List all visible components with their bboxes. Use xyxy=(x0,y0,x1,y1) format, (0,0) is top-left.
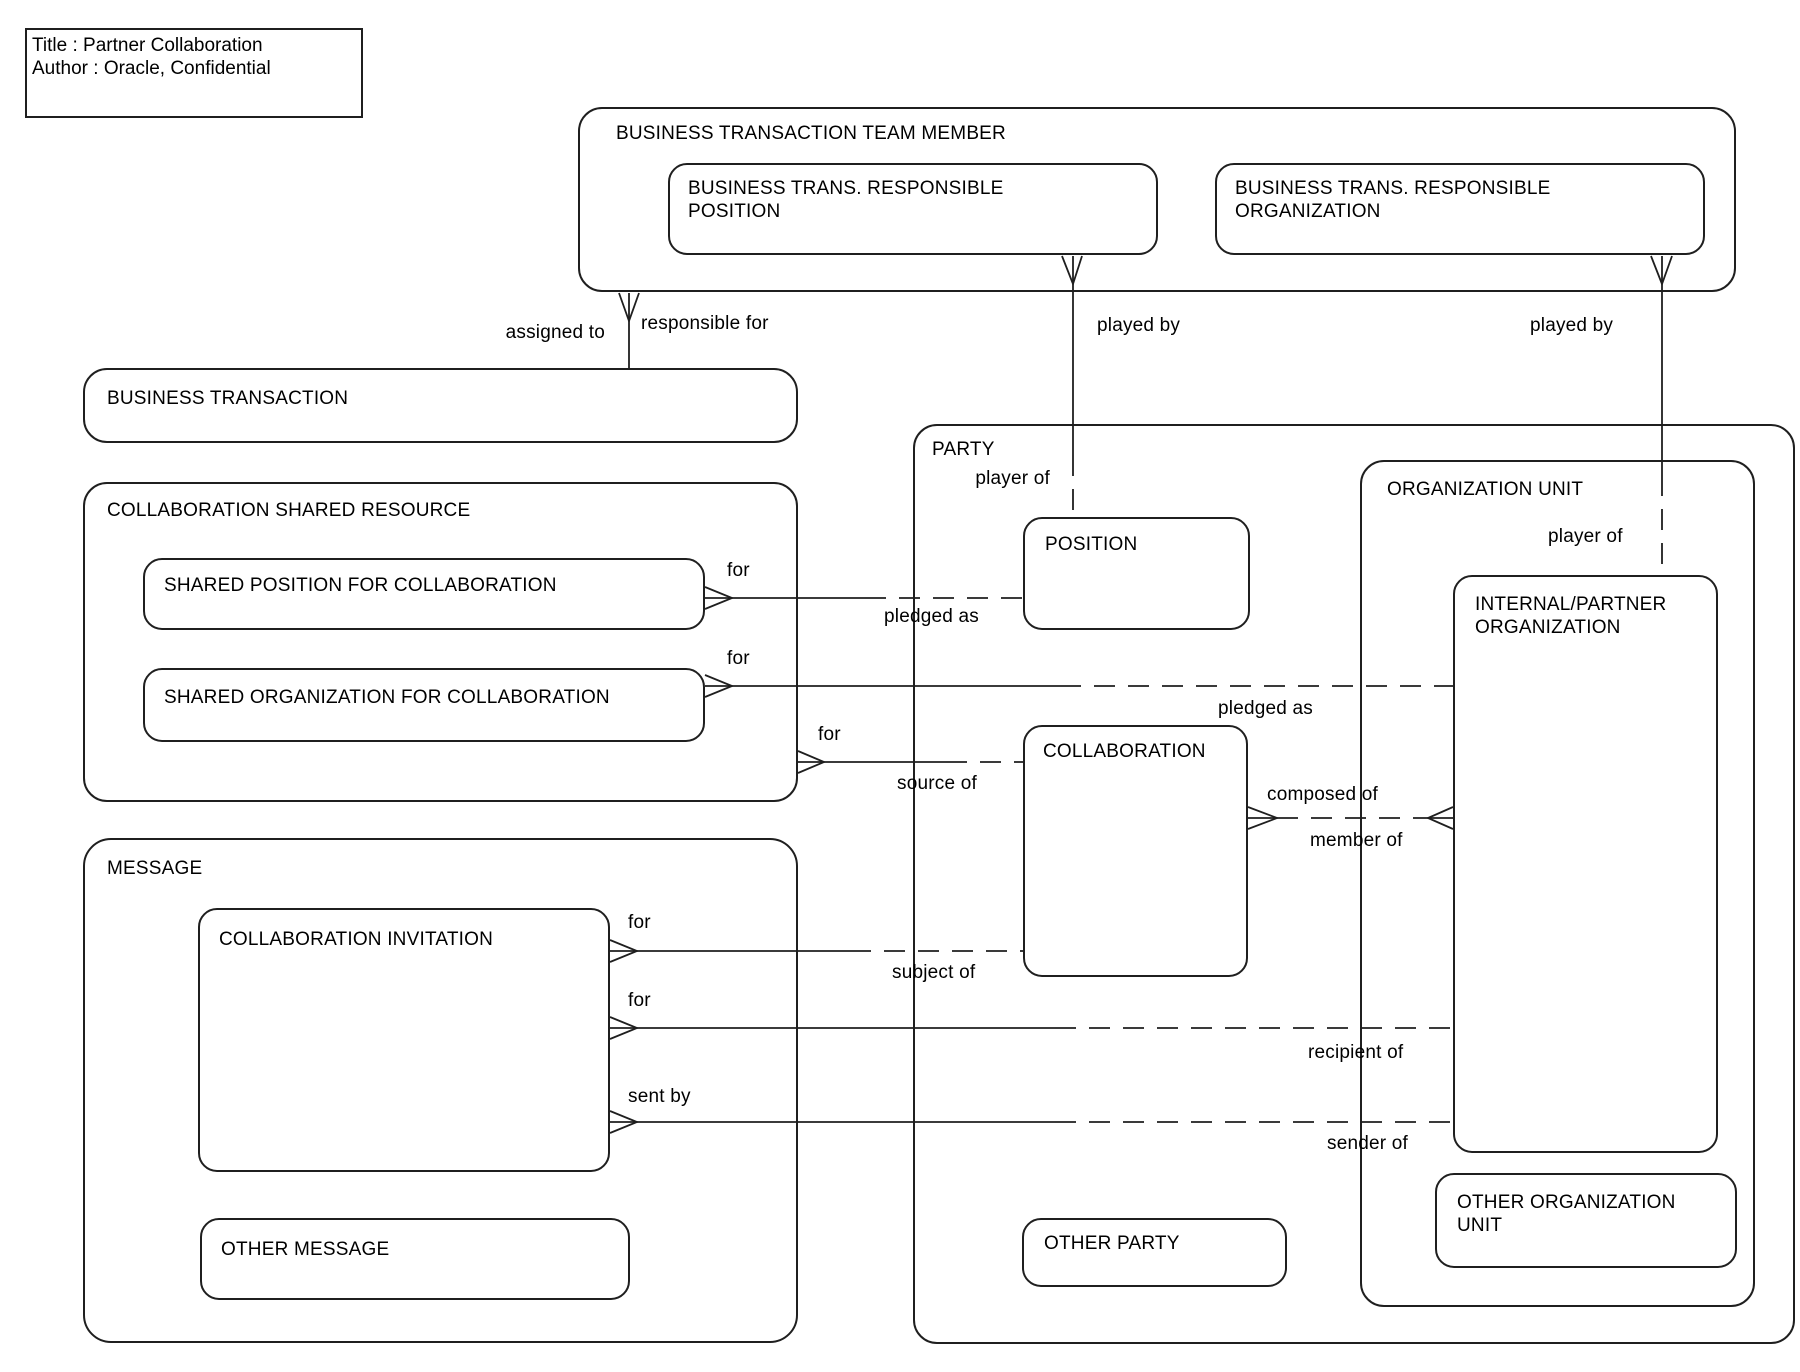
rel-label-subject-of: subject of xyxy=(892,962,976,983)
rel-label-sender-of: sender of xyxy=(1327,1133,1409,1154)
rel-label-assigned-to: assigned to xyxy=(505,322,605,343)
entity-label: COLLABORATION INVITATION xyxy=(219,929,494,950)
entity-other-organization-unit: OTHER ORGANIZATION UNIT xyxy=(1435,1173,1737,1268)
entity-label: ORGANIZATION UNIT xyxy=(1387,479,1584,500)
entity-other-party: OTHER PARTY xyxy=(1022,1218,1287,1287)
entity-label: OTHER ORGANIZATION UNIT xyxy=(1457,1192,1682,1236)
entity-label: SHARED POSITION FOR COLLABORATION xyxy=(164,575,557,596)
rel-label-player-of-position: player of xyxy=(975,468,1050,489)
entity-label: BUSINESS TRANS. RESPONSIBLE POSITION xyxy=(688,178,1009,222)
diagram-title: Title : Partner Collaboration xyxy=(32,35,263,56)
entity-label: POSITION xyxy=(1045,534,1138,555)
entity-other-message: OTHER MESSAGE xyxy=(200,1218,630,1300)
relationship-responsible-for xyxy=(618,292,640,368)
entity-label: BUSINESS TRANSACTION TEAM MEMBER xyxy=(616,123,1006,144)
diagram-author: Author : Oracle, Confidential xyxy=(32,58,271,79)
rel-label-pledged-as-position: pledged as xyxy=(884,606,979,627)
rel-label-played-by-organization: played by xyxy=(1530,315,1614,336)
entity-label: BUSINESS TRANS. RESPONSIBLE ORGANIZATION xyxy=(1235,178,1556,222)
rel-label-sent-by: sent by xyxy=(628,1086,691,1107)
entity-internal-partner-organization: INTERNAL/PARTNER ORGANIZATION xyxy=(1453,575,1718,1153)
rel-label-for-shared-organization: for xyxy=(727,648,750,669)
entity-label: BUSINESS TRANSACTION xyxy=(107,388,349,409)
entity-collaboration-shared-resource: COLLABORATION SHARED RESOURCE xyxy=(83,482,798,802)
entity-label: SHARED ORGANIZATION FOR COLLABORATION xyxy=(164,687,610,708)
rel-label-for-source: for xyxy=(818,724,841,745)
entity-shared-organization-for-collaboration: SHARED ORGANIZATION FOR COLLABORATION xyxy=(143,668,705,742)
rel-label-recipient-of: recipient of xyxy=(1308,1042,1404,1063)
rel-label-for-shared-position: for xyxy=(727,560,750,581)
rel-label-source-of: source of xyxy=(897,773,977,794)
entity-position: POSITION xyxy=(1023,517,1250,630)
entity-label: OTHER MESSAGE xyxy=(221,1239,390,1260)
entity-label: PARTY xyxy=(932,439,995,460)
entity-collaboration: COLLABORATION xyxy=(1023,725,1248,977)
entity-business-trans-responsible-position: BUSINESS TRANS. RESPONSIBLE POSITION xyxy=(668,163,1158,255)
rel-label-composed-of: composed of xyxy=(1267,784,1378,805)
entity-label: INTERNAL/PARTNER ORGANIZATION xyxy=(1475,594,1672,638)
entity-label: OTHER PARTY xyxy=(1044,1233,1180,1254)
rel-label-for-recipient: for xyxy=(628,990,651,1011)
rel-label-pledged-as-organization: pledged as xyxy=(1218,698,1313,719)
entity-collaboration-invitation: COLLABORATION INVITATION xyxy=(198,908,610,1172)
entity-label: COLLABORATION xyxy=(1043,741,1206,762)
rel-label-player-of-organization: player of xyxy=(1548,526,1623,547)
entity-label: MESSAGE xyxy=(107,858,203,879)
rel-label-responsible-for: responsible for xyxy=(641,313,769,334)
entity-business-trans-responsible-organization: BUSINESS TRANS. RESPONSIBLE ORGANIZATION xyxy=(1215,163,1705,255)
entity-label: COLLABORATION SHARED RESOURCE xyxy=(107,500,471,521)
rel-label-member-of: member of xyxy=(1310,830,1403,851)
entity-shared-position-for-collaboration: SHARED POSITION FOR COLLABORATION xyxy=(143,558,705,630)
rel-label-played-by-position: played by xyxy=(1097,315,1181,336)
rel-label-for-subject: for xyxy=(628,912,651,933)
diagram-title-block: Title : Partner Collaboration Author : O… xyxy=(25,28,363,118)
entity-business-transaction: BUSINESS TRANSACTION xyxy=(83,368,798,443)
